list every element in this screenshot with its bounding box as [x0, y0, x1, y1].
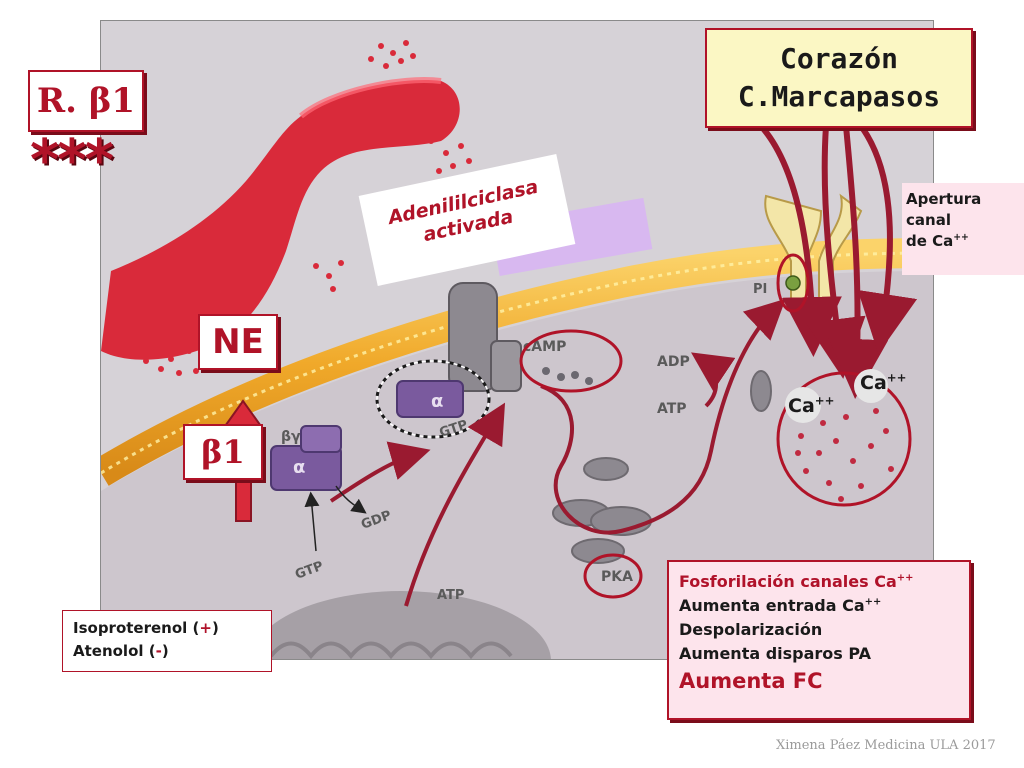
credit-text: Ximena Páez Medicina ULA 2017 — [776, 738, 996, 753]
drug-isoproterenol: Isoproterenol (+) — [73, 619, 219, 637]
effect-phosphorylation: Fosforilación canales Ca++ — [679, 572, 914, 591]
stars-mark: *** — [30, 128, 114, 193]
channel-opening-box: Apertura canal de Ca++ — [902, 183, 1024, 275]
drugs-box: Isoproterenol (+) Atenolol (-) — [62, 610, 272, 672]
effect-firing: Aumenta disparos PA — [679, 644, 872, 663]
receptor-beta1-box: R. β1 — [28, 70, 144, 132]
calcium-influx-arrows — [758, 124, 918, 399]
alpha-highlight-ring — [375, 359, 491, 439]
g-alpha-active — [396, 380, 464, 418]
beta-gamma-label: βγ — [281, 429, 301, 445]
beta1-box: β1 — [183, 424, 263, 480]
channel-line1: Apertura — [906, 190, 982, 208]
adp-label: ADP — [657, 354, 690, 370]
drug-atenolol: Atenolol (-) — [73, 642, 169, 660]
effect-calcium-entry: Aumenta entrada Ca++ — [679, 596, 882, 615]
atp-bottom-label: ATP — [437, 588, 464, 603]
norepinephrine-box: NE — [198, 314, 278, 370]
calcium-label-a: Ca++ — [788, 393, 835, 417]
nerve-terminal — [101, 77, 460, 360]
heart-title: Corazón — [779, 42, 898, 75]
channel-line2: canal — [906, 211, 951, 229]
pka-label: PKA — [601, 569, 633, 585]
calcium-bubble-a — [785, 387, 821, 423]
camp-highlight-ring — [519, 329, 623, 393]
heart-pacemaker-box: Corazón C.Marcapasos — [705, 28, 973, 128]
phosphate-highlight-ring — [776, 253, 810, 313]
phosphate-group — [785, 275, 801, 291]
camp-label: cAMP — [523, 339, 566, 355]
pi-label: PI — [753, 282, 767, 297]
effect-depolarization: Despolarización — [679, 620, 823, 639]
calcium-label-b: Ca++ — [860, 370, 907, 394]
pacemaker-title: C.Marcapasos — [737, 80, 941, 113]
signal-arrows — [329, 298, 786, 607]
g-protein-inactive — [270, 425, 342, 491]
alpha-label-2: α — [431, 391, 443, 412]
vesicles — [552, 370, 772, 564]
norepinephrine-dots — [143, 40, 476, 376]
pka-highlight-ring — [583, 553, 643, 599]
calcium-region-ring — [776, 371, 912, 507]
effect-heart-rate: Aumenta FC — [679, 669, 823, 693]
mitochondrion — [251, 591, 551, 659]
adenylyl-cyclase — [448, 282, 522, 392]
channel-line3: de Ca++ — [906, 232, 969, 250]
calcium-dots — [795, 408, 894, 502]
effects-box: Fosforilación canales Ca++ Aumenta entra… — [667, 560, 971, 720]
gdp-gtp-arrows — [304, 485, 367, 552]
camp-dots — [542, 367, 593, 385]
calcium-bubble-b — [854, 369, 888, 403]
atp-right-label: ATP — [657, 401, 687, 417]
alpha-label-1: α — [293, 457, 305, 478]
